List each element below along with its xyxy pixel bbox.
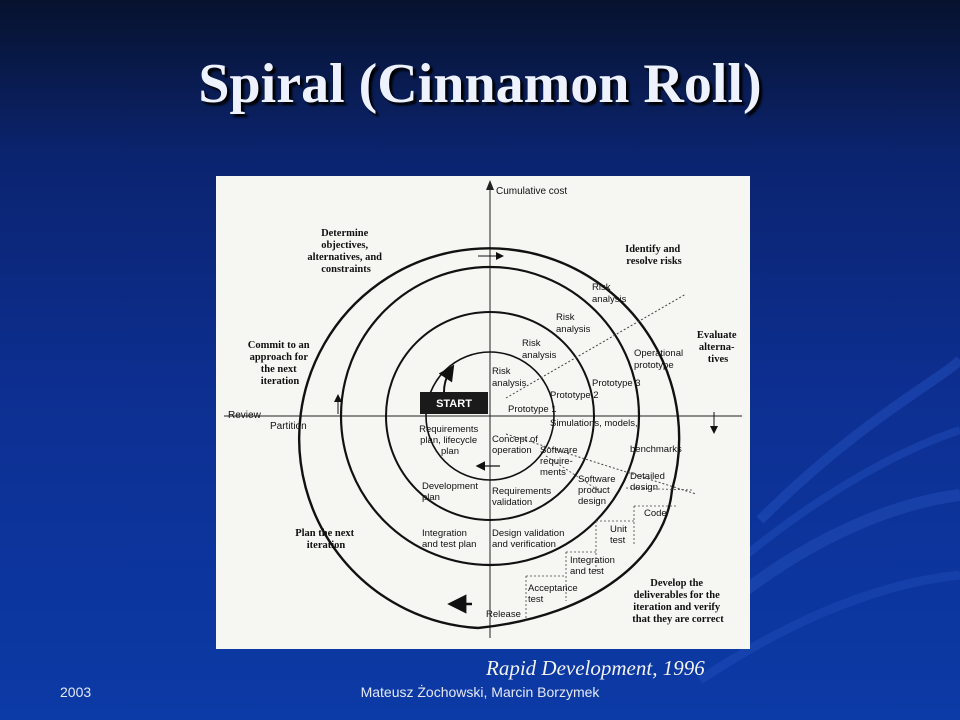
label-evaluate-alternatives: Evaluate alterna- tives <box>697 330 739 365</box>
requirements-plan: Requirements plan, lifecycle plan <box>419 424 481 457</box>
label-develop-deliverables: Develop the deliverables for the iterati… <box>632 578 724 625</box>
spiral-ring-1 <box>425 351 555 481</box>
simulations-models: Simulations, models, <box>550 418 638 429</box>
benchmarks: benchmarks <box>630 444 682 455</box>
code-label: Code <box>644 508 667 519</box>
spiral-diagram: START Cumulative cost Review Partition D… <box>216 176 750 649</box>
spiral-diagram-svg: START Cumulative cost Review Partition D… <box>224 180 742 638</box>
development-plan: Development plan <box>422 481 481 503</box>
concept-of-operation: Concept of operation <box>492 434 541 456</box>
figure-caption: Rapid Development, 1996 <box>486 656 705 680</box>
start-label: START <box>436 398 472 410</box>
acceptance-test: Acceptance test <box>528 583 580 605</box>
dotted-diagonal-lower <box>505 433 697 495</box>
prototype-3: Prototype 3 <box>592 378 641 389</box>
release-label: Release <box>486 609 521 620</box>
footer-authors: Mateusz Żochowski, Marcin Borzymek <box>360 684 600 700</box>
label-identify-risks: Identify and resolve risks <box>625 244 683 267</box>
unit-test: Unit test <box>610 524 630 546</box>
start-box <box>420 392 488 414</box>
software-product-design: Software product design <box>578 474 618 507</box>
dotted-diagonal <box>505 293 687 399</box>
review-label: Review <box>228 410 262 421</box>
integration-and-test: Integration and test <box>570 555 618 577</box>
prototype-1: Prototype 1 <box>508 404 557 415</box>
spiral-ring-outer <box>297 247 681 630</box>
partition-label: Partition <box>270 421 307 432</box>
spiral-ring-2 <box>385 311 595 521</box>
label-plan-next-iteration: Plan the next iteration <box>295 528 357 551</box>
spiral-ring-outer-tail <box>477 489 674 630</box>
footer-year: 2003 <box>60 684 92 700</box>
spiral-ring-3 <box>339 265 641 567</box>
risk-analysis-1: Risk analysis <box>492 366 527 389</box>
requirements-validation: Requirements validation <box>492 486 554 508</box>
slide-title: Spiral (Cinnamon Roll) <box>198 53 762 115</box>
prototype-2: Prototype 2 <box>550 390 599 401</box>
label-commit-approach: Commit to an approach for the next itera… <box>248 340 312 387</box>
detailed-design: Detailed design <box>630 471 668 493</box>
design-validation: Design validation and verification <box>492 528 567 550</box>
software-requirements: Software require- ments <box>540 445 580 478</box>
operational-prototype: Operational prototype <box>634 348 686 371</box>
integration-test-plan: Integration and test plan <box>422 528 476 550</box>
cumulative-cost-label: Cumulative cost <box>496 186 567 197</box>
risk-analysis-3: Risk analysis <box>556 312 591 335</box>
risk-analysis-2: Risk analysis <box>522 338 557 361</box>
risk-analysis-4: Risk analysis <box>592 282 627 305</box>
label-determine-objectives: Determine objectives, alternatives, and … <box>307 228 384 275</box>
